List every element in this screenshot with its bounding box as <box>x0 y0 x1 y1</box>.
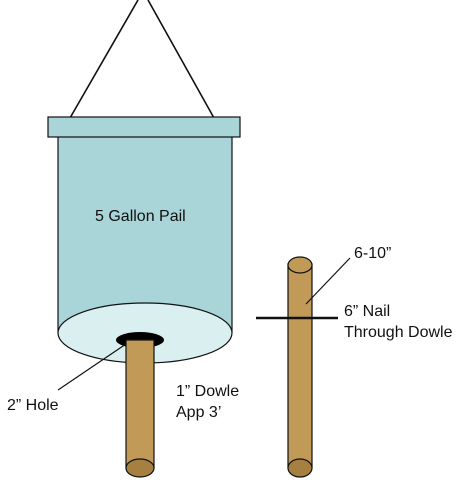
hole-label: 2” Hole <box>7 397 59 414</box>
pail: 5 Gallon Pail <box>47 116 241 364</box>
length-pointer-line <box>305 257 351 305</box>
dowel-under-pail <box>125 339 155 478</box>
dowel-label-line1: 1” Dowle <box>176 383 239 400</box>
dowel-label-line2: App 3’ <box>176 404 221 421</box>
nail-label-line1: 6” Nail <box>344 303 390 320</box>
pail-lid <box>47 116 241 138</box>
length-label: 6-10” <box>354 245 391 262</box>
nail-label-line2: Through Dowle <box>344 324 453 341</box>
dowel-with-nail <box>256 256 338 478</box>
hanging-rope <box>69 0 215 119</box>
pail-label: 5 Gallon Pail <box>95 208 186 225</box>
hole-pointer-line <box>57 343 127 391</box>
pail-body <box>57 133 233 333</box>
